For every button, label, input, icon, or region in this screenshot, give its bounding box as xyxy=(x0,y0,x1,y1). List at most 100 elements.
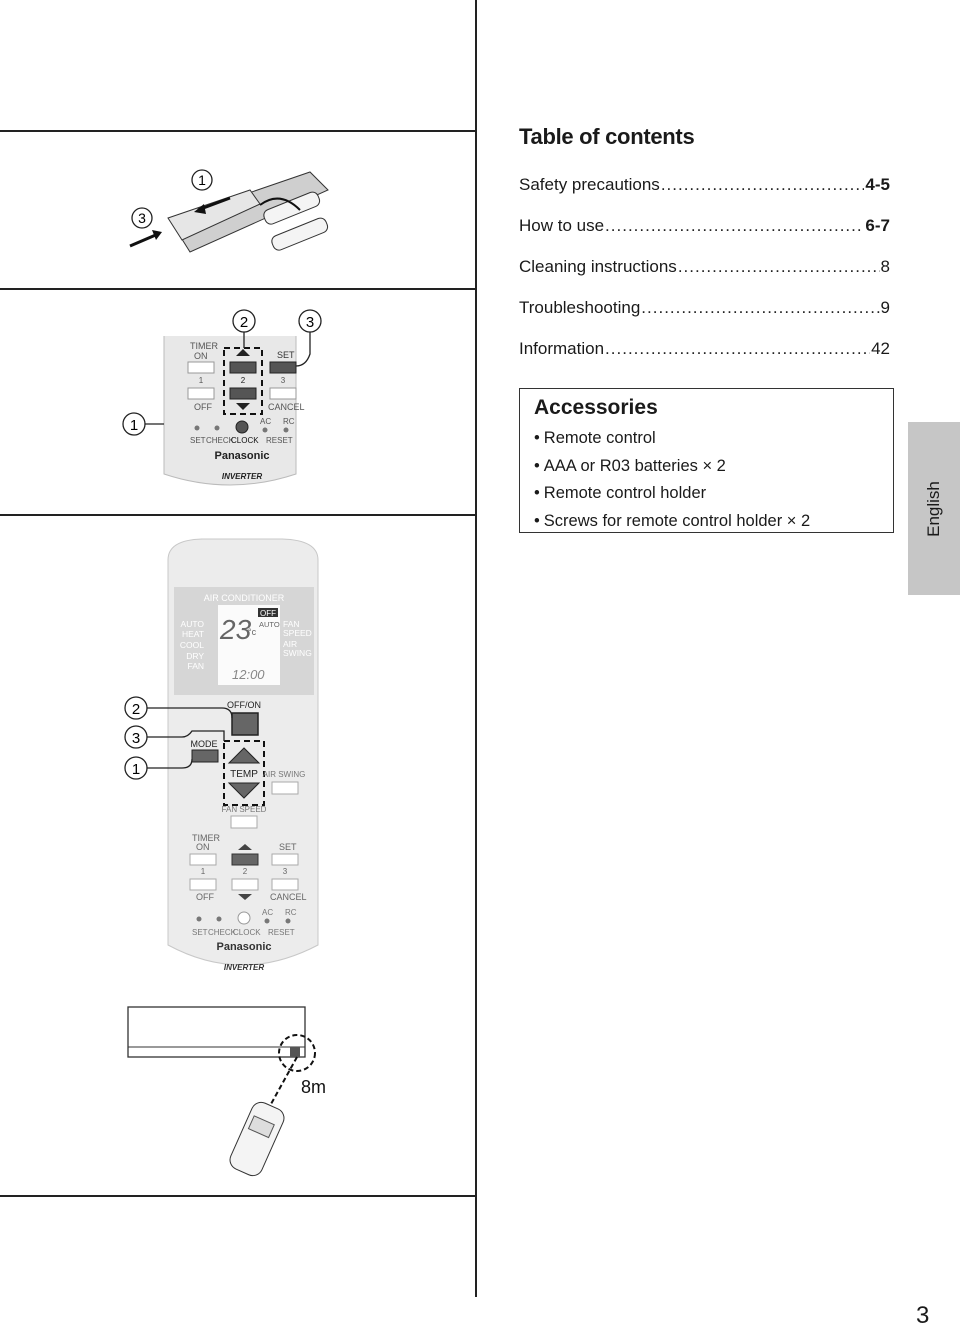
check-dot xyxy=(216,916,222,922)
range-distance: 8m xyxy=(301,1077,326,1097)
toc-row: Cleaning instructions8 xyxy=(519,257,890,277)
language-tab: English xyxy=(908,422,960,595)
accessory-item: Screws for remote control holder × 2 xyxy=(534,508,810,536)
slide-arrow-head-icon xyxy=(194,204,206,214)
toc-label: Troubleshooting xyxy=(519,298,641,317)
accessory-item: Remote control xyxy=(534,425,810,453)
step-marker-1 xyxy=(191,169,213,191)
toc-label: Safety precautions xyxy=(519,175,660,194)
check-label: CHECK xyxy=(208,928,237,937)
clock-button xyxy=(237,911,251,925)
air-swing-label-1: AIR xyxy=(283,639,297,649)
timer-label: TIMER xyxy=(192,833,220,843)
timer-on-button xyxy=(189,853,217,866)
set-label: SET xyxy=(192,928,208,937)
callout-line-3 xyxy=(295,332,311,367)
battery-2 xyxy=(271,217,329,251)
toc-label: How to use xyxy=(519,216,605,235)
page-number: 3 xyxy=(916,1302,930,1329)
step-marker-2-label: 2 xyxy=(132,701,140,718)
timer-2-button xyxy=(231,853,259,866)
t2-label: 2 xyxy=(243,867,248,876)
air-swing-button xyxy=(271,781,299,795)
timer-label: TIMER xyxy=(190,341,218,351)
step-marker-1-label: 1 xyxy=(130,417,138,434)
mode-auto: AUTO xyxy=(181,619,205,629)
toc-row: Information42 xyxy=(519,339,890,359)
accessories-list: Remote control AAA or R03 batteries × 2 … xyxy=(534,425,810,535)
check-label: CHECK xyxy=(206,436,235,445)
toc-title: Table of contents xyxy=(519,124,695,149)
divider-4 xyxy=(0,1195,476,1197)
mode-label: MODE xyxy=(191,739,218,749)
timer-off-button xyxy=(189,878,217,891)
accessories-title: Accessories xyxy=(534,396,658,419)
toc-row: Safety precautions 4-5 xyxy=(519,175,890,195)
toc-page: 4-5 xyxy=(865,175,890,194)
timer-down-button xyxy=(231,878,259,891)
indoor-unit xyxy=(127,1006,306,1058)
accessories-box: Accessories Remote control AAA or R03 ba… xyxy=(519,388,894,533)
temp-down-button xyxy=(227,782,261,799)
timer-set-button xyxy=(271,853,299,866)
mode-cool: COOL xyxy=(180,640,204,650)
callout-line-1 xyxy=(147,758,193,769)
toc-page: 42 xyxy=(871,339,890,358)
step-marker-2-label: 2 xyxy=(240,314,248,331)
lcd-unit: °c xyxy=(248,627,257,637)
off-label: OFF xyxy=(196,892,214,902)
ac-dot xyxy=(264,918,270,924)
accessory-item: Remote control holder xyxy=(534,480,810,508)
ac-label: AC xyxy=(260,417,271,426)
toc-row: Troubleshooting 9 xyxy=(519,298,890,318)
off-badge xyxy=(258,608,278,617)
step-marker-3-label: 3 xyxy=(132,730,140,747)
set-button-highlighted xyxy=(269,361,297,374)
cancel-label: CANCEL xyxy=(270,892,307,902)
lcd-temperature: 23 xyxy=(219,614,252,645)
divider-2 xyxy=(0,288,476,290)
inverter-logo: INVERTER xyxy=(222,472,263,481)
rc-dot xyxy=(285,918,291,924)
set-top-label: SET xyxy=(277,350,295,360)
toc-leader-dots xyxy=(605,339,870,359)
on-label: ON xyxy=(194,351,208,361)
mode-button-highlighted xyxy=(191,749,219,763)
ac-label: AC xyxy=(262,908,273,917)
clock-down-button-highlighted xyxy=(229,387,257,400)
left-column-border xyxy=(475,0,477,1297)
down-arrow-icon xyxy=(236,403,250,410)
toc-leader-dots xyxy=(661,175,865,195)
push-arrow-icon xyxy=(129,232,159,248)
fan-speed-button xyxy=(230,815,258,829)
toc-page: 9 xyxy=(880,298,890,317)
set-label: SET xyxy=(190,436,206,445)
timer-up-icon xyxy=(238,844,252,850)
reset-label: RESET xyxy=(268,928,295,937)
set-top-label: SET xyxy=(279,842,297,852)
off-label: OFF xyxy=(194,402,212,412)
callout-line-2 xyxy=(147,707,233,719)
fan-speed-label-1: FAN xyxy=(283,619,300,629)
step-marker-3 xyxy=(131,207,153,229)
rc-label: RC xyxy=(283,417,295,426)
divider-1 xyxy=(0,130,476,132)
toc-row: How to use6-7 xyxy=(519,216,890,236)
cancel-button xyxy=(269,387,297,400)
remote-control-figure: AIR CONDITIONER AUTO HEAT COOL DRY FAN 2… xyxy=(124,538,319,972)
push-arrow-head-icon xyxy=(152,230,162,240)
timer-down-icon xyxy=(238,894,252,900)
offon-button-highlighted xyxy=(231,712,259,736)
check-dot xyxy=(214,425,220,431)
brand-logo: Panasonic xyxy=(216,941,271,953)
clock-button-highlighted xyxy=(235,420,249,434)
callout-line-3 xyxy=(147,730,225,741)
n2-label: 2 xyxy=(241,376,246,385)
ac-dot xyxy=(262,427,268,433)
set-dot xyxy=(196,916,202,922)
mode-dry: DRY xyxy=(186,651,204,661)
remote-body-shape xyxy=(169,171,329,253)
air-swing-btn-label: AIR SWING xyxy=(263,770,306,779)
step-marker-1-label: 1 xyxy=(198,172,206,188)
receiver xyxy=(290,1047,300,1057)
